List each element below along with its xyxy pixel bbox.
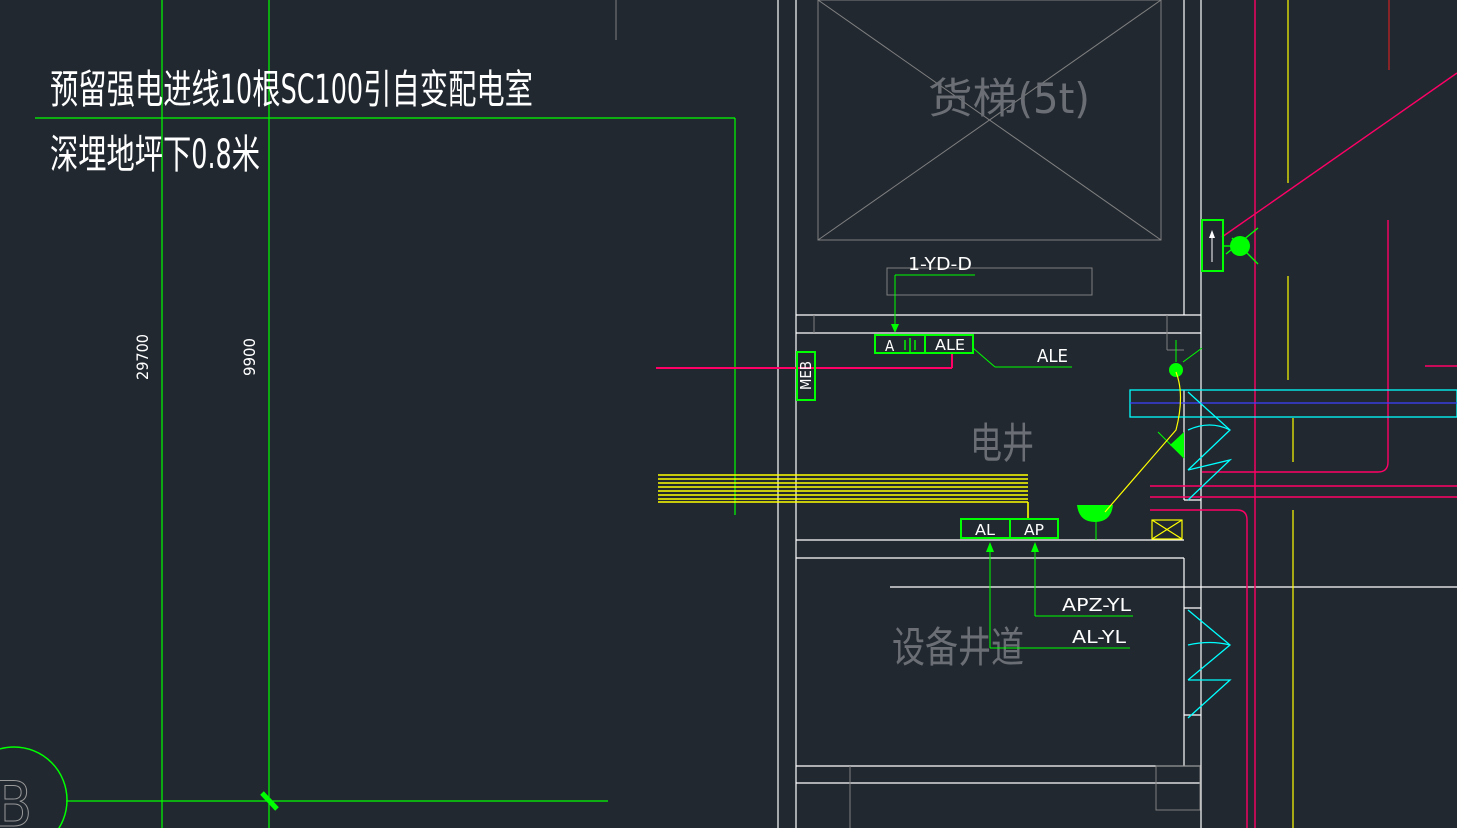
panel-ale-label: ALE xyxy=(935,336,965,354)
panel-meb-label: MEB xyxy=(797,361,815,390)
panel-al-label: AL xyxy=(975,521,996,539)
building-walls xyxy=(777,0,1457,828)
yellow-verticals xyxy=(1287,0,1294,828)
axis-bubble: B xyxy=(0,746,68,828)
red-lines xyxy=(1388,0,1390,70)
tag-al-yl: AL-YL xyxy=(1072,627,1126,648)
tag-apz-yl: APZ-YL xyxy=(1062,595,1131,616)
panel-a-label: A xyxy=(885,337,895,355)
axis-lines xyxy=(35,0,736,828)
green-fills xyxy=(1077,236,1250,522)
yellow-wires xyxy=(1104,371,1182,513)
magenta-wiring xyxy=(656,0,1457,828)
junction-box xyxy=(1151,519,1183,540)
cyan-duct xyxy=(1129,389,1457,719)
tag-1-yd-d: 1-YD-D xyxy=(908,254,972,275)
axis-bubble-label: B xyxy=(0,768,32,828)
note-line-2: 深埋地坪下0.8米 xyxy=(50,132,260,178)
dimension-29700: 29700 xyxy=(133,334,152,380)
note-line-1: 预留强电进线10根SC100引自变配电室 xyxy=(50,67,533,113)
panel-ap-label: AP xyxy=(1024,521,1044,539)
elevator-shaft xyxy=(813,0,1201,828)
dimension-9900: 9900 xyxy=(240,338,259,376)
room-label-elevator: 货梯(5t) xyxy=(928,74,1090,123)
cable-bundle xyxy=(658,474,1029,518)
tag-ale: ALE xyxy=(1037,346,1068,367)
room-label-electrical-shaft: 电井 xyxy=(970,419,1034,468)
green-equipment xyxy=(796,219,1259,649)
